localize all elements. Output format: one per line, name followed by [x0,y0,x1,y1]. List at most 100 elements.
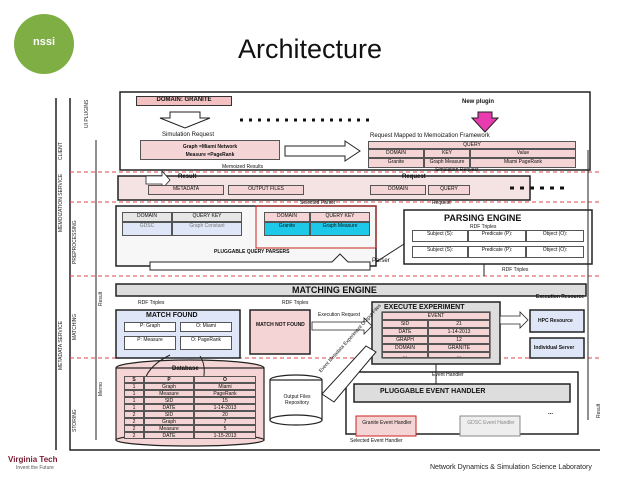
rdf-triples-label: RDF Triples [470,224,497,230]
match-found-box [115,309,241,359]
label-client: CLIENT [58,142,64,160]
handler-dots: ... [548,410,554,416]
label-memo: Memo [98,382,104,396]
pre-domain-cell: DOMAIN [122,212,172,222]
db-cell: DATE [144,404,194,411]
matching-engine-title: MATCHING ENGINE [292,285,377,295]
db-cell: 20 [194,411,256,418]
parser-arrow [149,253,371,271]
matching-engine-band [115,283,587,297]
database-label: Database [172,366,199,372]
domain-val-cell: GRANITE [428,344,490,352]
db-cell: 1 [124,383,144,390]
o-miami-cell: O: Miami [180,322,232,332]
object-cell-1: Object (O): [526,230,584,242]
client-down-arrow [159,111,211,129]
db-cell: Measure [144,425,194,432]
request-mapped-label: Request Mapped to Memoization Framework [370,133,490,139]
db-cell: SID [144,411,194,418]
sel-query-key-cell: QUERY KEY [310,212,370,222]
memo-result-label: Result [178,174,197,180]
domain-granite: DOMAIN: GRANITE [136,96,232,106]
nssi-logo: nssi [14,14,74,74]
sel-domain-cell: DOMAIN [264,212,310,222]
logo-text: nssi [32,36,55,48]
predicate-cell-2: Predicate (P): [468,246,526,258]
label-ui-plugins: UI PLUGINS [84,99,90,128]
graph-constant-cell: Graph Constant [172,222,242,236]
memo-request-small: Request [432,200,451,206]
individual-server-label: Individual Server [534,345,575,351]
db-cell: DATE [144,432,194,439]
outer-bracket [69,98,600,451]
domain-cell: DOMAIN [368,149,424,158]
parsing-engine-title: PARSING ENGINE [444,213,522,223]
output-repo [269,379,323,421]
db-header-cell: O [194,376,256,383]
label-metadata-service: METADATA SERVICE [58,320,64,370]
rdf-triples-a: RDF Triples [138,300,165,306]
db-cell: Miami [194,383,256,390]
vt-logo: Virginia Tech [8,455,58,464]
gdsc-handler-label: GDSC Event Handler [467,420,515,426]
subject-cell-2: Subject (S): [412,246,468,258]
miami-pagerank-cell: Miami PageRank [470,158,576,168]
output-repo-label: Output Files Repository [283,394,311,406]
db-cell: 15 [194,397,256,404]
graph-val-cell: 12 [428,336,490,344]
new-plugin-label: New plugin [462,99,494,105]
db-header-cell: S [124,376,144,383]
mapped-arrow [284,140,361,162]
gdsc-handler-box [459,415,521,437]
output-files-cell: OUTPUT FILES [228,185,304,195]
db-header-cell: P [144,376,194,383]
db-cell: SID [144,397,194,404]
date-cell: DATE [382,328,428,336]
db-cell: 1-15-2013 [194,432,256,439]
db-cell: Measure [144,390,194,397]
db-cell: 2 [124,432,144,439]
db-cell: 1 [124,397,144,404]
graph-line: Graph =Miami Network [182,144,238,150]
sim-request-box: Graph =Miami Network Measure =PageRank [140,140,280,160]
pluggable-event-handler-title: PLUGGABLE EVENT HANDLER [380,388,486,395]
rdf-triples-b: RDF Triples [282,300,309,306]
dots-a-cell: ... [382,352,428,358]
db-cell: Graph [144,418,194,425]
simulation-request-small: Simulation Request [435,167,479,173]
event-handler-label: Event Handler [432,372,464,378]
measure-line: Measure =PageRank [185,152,235,158]
sel-graph-measure-cell: Graph Measure [310,222,370,236]
label-storing: STORING [72,409,78,432]
label-result-right: Result [596,403,602,418]
memo-result-arrow [145,169,171,191]
execution-request-label: Execution Request [318,312,360,318]
dots-b-cell: ... [428,352,490,358]
metadata-arrow [321,345,377,403]
graph-measure-cell: Graph Measure [424,158,470,168]
db-cell: 2 [124,411,144,418]
selected-parser-box [255,205,377,249]
page-title: Architecture [238,34,383,64]
new-plugin-arrow [470,111,500,133]
memo-query-cell: QUERY [428,185,470,195]
granite-handler-box [355,415,417,437]
db-cell: 2 [124,418,144,425]
pluggable-parsers-label: PLUGGABLE QUERY PARSERS [214,249,290,255]
memo-domain-cell: DOMAIN [370,185,426,195]
subject-cell-1: Subject (S): [412,230,468,242]
db-cell: 5 [194,425,256,432]
match-found-title: MATCH FOUND [146,312,198,319]
predicate-cell-1: Predicate (P): [468,230,526,242]
metadata-cell: METADATA [148,185,224,195]
query-hdr: QUERY [368,141,576,149]
db-cell: Graph [144,383,194,390]
